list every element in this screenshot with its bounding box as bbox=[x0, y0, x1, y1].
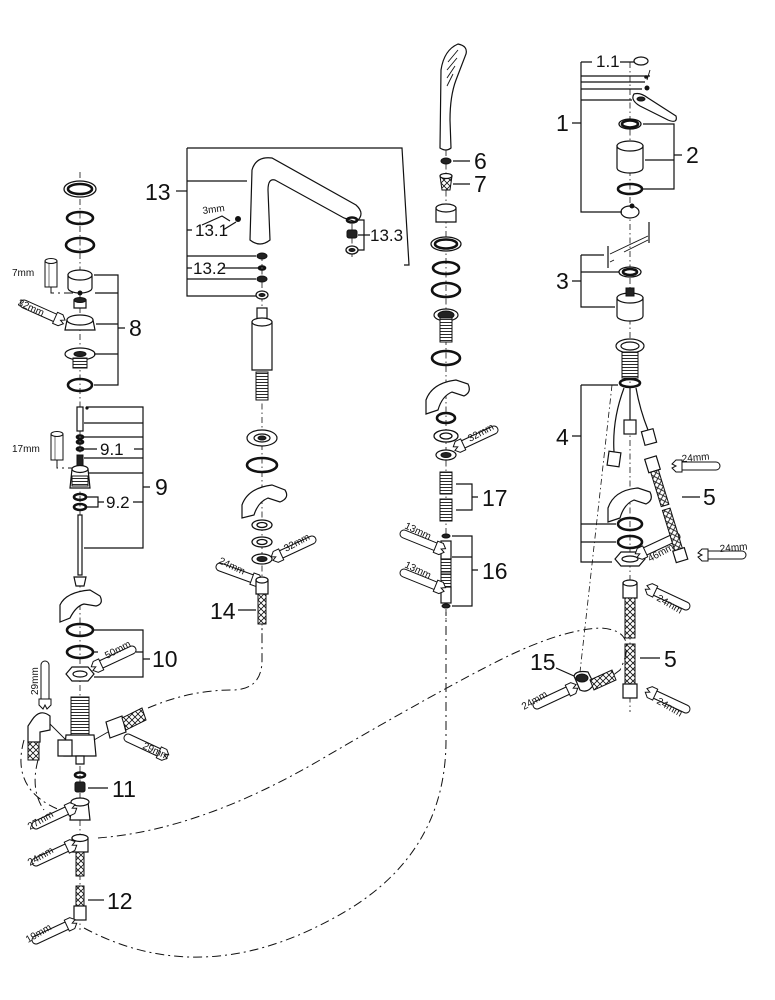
label-12: 12 bbox=[107, 888, 133, 914]
mixer-assembly: 1.1 1 2 3 4 46mm bbox=[520, 52, 748, 719]
escutcheon bbox=[241, 484, 288, 519]
label-13-1: 13.1 bbox=[195, 221, 228, 240]
spring-17 bbox=[439, 471, 453, 495]
label-15: 15 bbox=[530, 649, 556, 675]
label-9-1: 9.1 bbox=[100, 440, 124, 459]
label-11: 11 bbox=[112, 776, 136, 802]
label-5-lower: 5 bbox=[664, 646, 677, 672]
hand-shower bbox=[439, 43, 467, 151]
part-6 bbox=[440, 157, 452, 165]
tool-24mm-left: 24mm bbox=[26, 845, 56, 868]
handshower-assembly: 6 7 32mm 17 16 bbox=[397, 43, 508, 620]
tool-29mm-top: 29mm bbox=[30, 667, 41, 695]
escutcheon bbox=[425, 379, 470, 415]
spout-assembly: 3mm 13.1 13.2 13.3 13 32mm bbox=[145, 147, 410, 640]
label-9-2: 9.2 bbox=[106, 493, 130, 512]
left-assembly: 8 7mm 32mm 9.1 9.2 9 17mm bbox=[12, 172, 178, 948]
tool-32mm-shower: 32mm bbox=[466, 422, 496, 445]
tool-32mm-left: 32mm bbox=[16, 298, 46, 319]
tool-24mm-elbow: 24mm bbox=[520, 689, 550, 712]
label-6: 6 bbox=[474, 148, 487, 174]
tool-3mm: 3mm bbox=[202, 203, 226, 217]
label-7: 7 bbox=[474, 171, 487, 197]
connection-lines bbox=[20, 612, 628, 958]
hose-12 bbox=[75, 851, 85, 877]
label-1: 1 bbox=[556, 110, 569, 136]
cap-1-1 bbox=[633, 56, 649, 66]
label-9: 9 bbox=[155, 474, 168, 500]
escutcheon bbox=[59, 589, 102, 623]
tool-29mm-right: 29mm bbox=[141, 741, 171, 763]
label-13-3: 13.3 bbox=[370, 226, 403, 245]
hose-14 bbox=[257, 593, 267, 625]
label-16: 16 bbox=[482, 558, 508, 584]
allen-key-3mm-icon bbox=[201, 215, 231, 226]
mixer-body bbox=[621, 351, 639, 379]
label-14: 14 bbox=[210, 598, 236, 624]
label-5-upper: 5 bbox=[703, 484, 716, 510]
label-4: 4 bbox=[556, 424, 569, 450]
spout-body bbox=[251, 321, 273, 371]
hose-5-upper bbox=[643, 455, 689, 564]
elbow-connector bbox=[27, 712, 51, 743]
stem bbox=[76, 406, 84, 432]
o-ring bbox=[65, 210, 95, 226]
label-10: 10 bbox=[152, 646, 178, 672]
label-13: 13 bbox=[145, 179, 171, 205]
label-1-1: 1.1 bbox=[596, 52, 620, 71]
label-3: 3 bbox=[556, 268, 569, 294]
hex-key-17mm-icon bbox=[50, 431, 64, 461]
o-ring bbox=[64, 236, 96, 254]
o-ring bbox=[66, 377, 94, 393]
spout bbox=[249, 157, 362, 245]
tool-17mm: 17mm bbox=[12, 444, 40, 455]
hex-key-7mm-icon bbox=[44, 258, 58, 288]
label-8: 8 bbox=[129, 315, 142, 341]
label-13-2: 13.2 bbox=[193, 259, 226, 278]
label-2: 2 bbox=[686, 142, 699, 168]
label-17: 17 bbox=[482, 485, 508, 511]
sleeve-2 bbox=[616, 145, 644, 174]
cartridge bbox=[616, 297, 644, 322]
tool-24mm-hose-top: 24mm bbox=[681, 452, 710, 465]
part-11 bbox=[74, 781, 86, 793]
tool-27mm: 27mm bbox=[26, 809, 56, 832]
tool-7mm: 7mm bbox=[12, 268, 34, 279]
tool-24mm-hose-bottom: 24mm bbox=[719, 542, 748, 555]
